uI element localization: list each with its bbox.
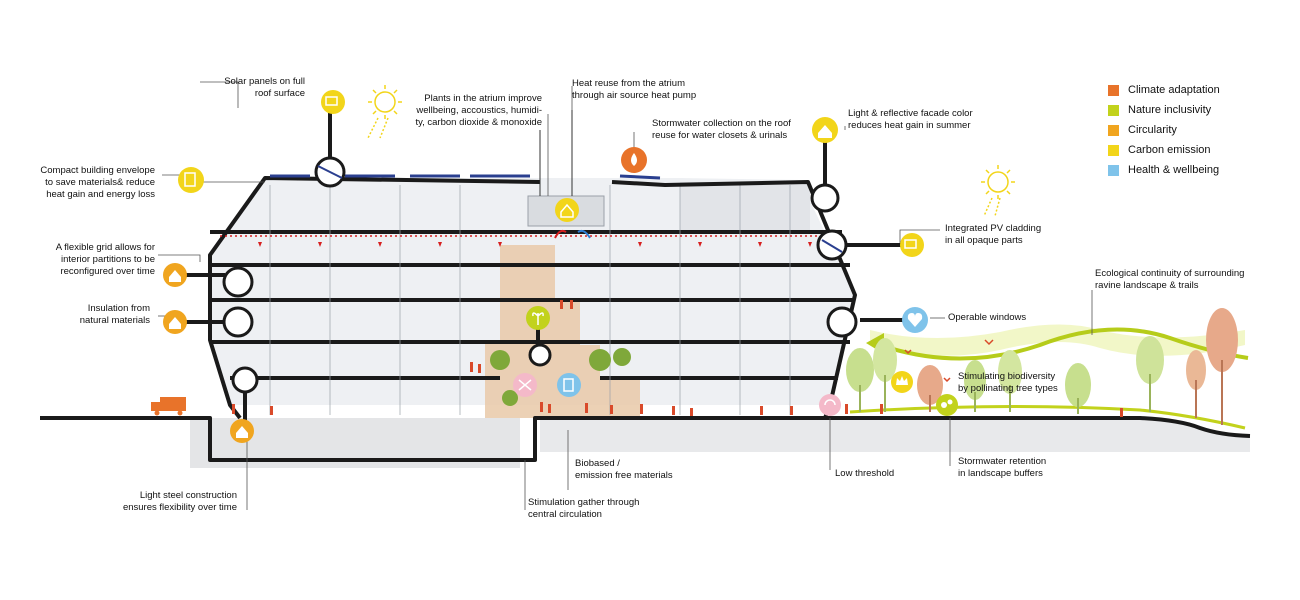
water-recycle-icon — [621, 147, 647, 173]
landscape-trees — [846, 308, 1238, 425]
ground-line — [40, 416, 1251, 462]
water-drops-icon — [936, 394, 958, 416]
birds — [904, 339, 994, 383]
label-biobased: Biobased / emission free materials — [575, 458, 673, 481]
truck-icon — [151, 397, 186, 416]
legend-item-climate-adaptation: Climate adaptation — [1108, 80, 1220, 100]
solar-panel-icon — [321, 90, 345, 114]
document-pencil-icon-biobased — [557, 373, 581, 397]
leaf-plant-icon — [526, 306, 550, 330]
label-flexible-grid: A flexible grid allows for interior part… — [55, 242, 155, 277]
ground-fill — [190, 418, 520, 468]
house-icon-insulation — [163, 310, 187, 334]
label-stormwater-roof: Stormwater collection on the roof reuse … — [652, 118, 791, 141]
bee-crown-icon — [891, 371, 913, 393]
sun-icon-right — [981, 165, 1015, 217]
house-icon-steel — [230, 419, 254, 443]
upper-right-block — [680, 182, 810, 230]
label-pv-cladding: Integrated PV cladding in all opaque par… — [945, 223, 1042, 246]
legend-label: Health & wellbeing — [1128, 164, 1220, 176]
legend-item-circularity: Circularity — [1108, 120, 1220, 140]
legend: Climate adaptation Nature inclusivity Ci… — [1108, 80, 1220, 180]
people-figures — [232, 300, 1123, 417]
roof-solar-panels — [270, 174, 661, 180]
legend-label: Nature inclusivity — [1128, 104, 1212, 116]
legend-label: Circularity — [1128, 124, 1177, 136]
atrium-plants — [490, 348, 631, 406]
label-biodiversity: Stimulating biodiversity by pollinating … — [958, 371, 1058, 394]
legend-swatch — [1108, 124, 1119, 136]
sun-icon — [367, 85, 402, 139]
heat-cycle-arrow-blue — [577, 229, 591, 239]
heart-icon — [902, 307, 928, 333]
legend-item-carbon-emission: Carbon emission — [1108, 140, 1220, 160]
legend-swatch — [1108, 84, 1119, 96]
building-envelope — [208, 176, 541, 420]
house-sun-icon — [812, 117, 838, 143]
interior-grid — [269, 185, 791, 415]
floor-slabs — [210, 230, 855, 380]
label-low-threshold: Low threshold — [835, 468, 895, 479]
document-pencil-icon — [178, 167, 204, 193]
label-solar-panels: Solar panels on full roof surface — [224, 76, 305, 99]
label-insulation: Insulation from natural materials — [79, 303, 150, 326]
people-network-icon — [513, 373, 537, 397]
legend-item-nature-inclusivity: Nature inclusivity — [1108, 100, 1220, 120]
label-atrium-plants: Plants in the atrium improve wellbeing, … — [415, 93, 542, 128]
legend-item-health-wellbeing: Health & wellbeing — [1108, 160, 1220, 180]
label-facade-color: Light & reflective facade color reduces … — [848, 108, 973, 131]
legend-label: Climate adaptation — [1128, 84, 1220, 96]
label-ecological-continuity: Ecological continuity of surrounding rav… — [1095, 268, 1245, 291]
detail-circles — [222, 156, 858, 394]
label-operable-windows: Operable windows — [948, 312, 1027, 323]
landscape-ground-fill — [540, 418, 1250, 452]
legend-label: Carbon emission — [1128, 144, 1211, 156]
label-stormwater-retention: Stormwater retention in landscape buffer… — [958, 456, 1047, 479]
ecological-trail-arrow — [879, 327, 1249, 361]
heat-cycle-arrow-red — [554, 229, 567, 239]
label-compact-envelope: Compact building envelope to save materi… — [40, 165, 155, 200]
label-central-circulation: Stimulation gather through central circu… — [528, 497, 640, 520]
heat-arrows — [258, 242, 812, 247]
label-heat-reuse: Heat reuse from the atrium through air s… — [572, 78, 697, 101]
heat-house-icon — [555, 198, 579, 222]
legend-swatch — [1108, 144, 1119, 156]
accessibility-icon — [819, 394, 841, 416]
legend-swatch — [1108, 164, 1119, 176]
house-icon — [163, 263, 187, 287]
solar-panel-icon-pv — [900, 233, 924, 257]
landscape-meadow — [849, 404, 1246, 430]
label-light-steel: Light steel construction ensures flexibi… — [122, 490, 237, 513]
legend-swatch — [1108, 104, 1119, 116]
